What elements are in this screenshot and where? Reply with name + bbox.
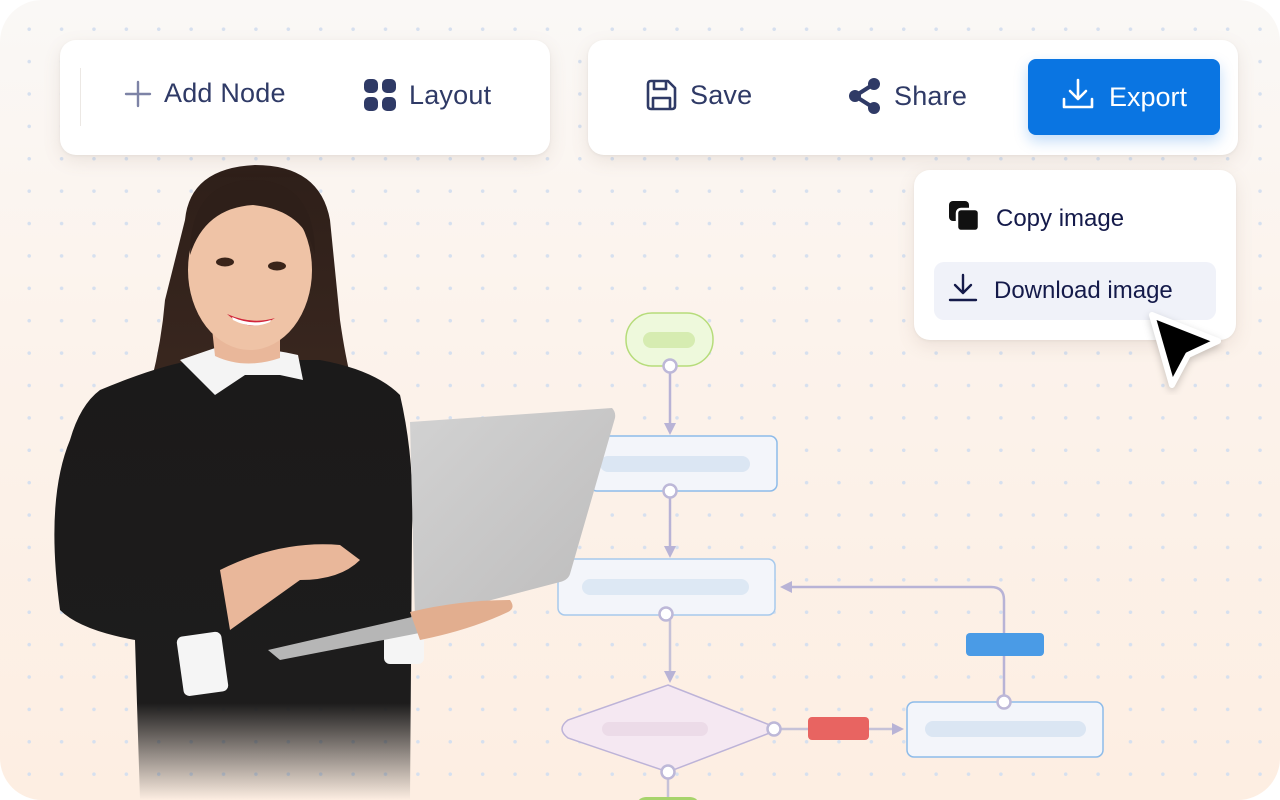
export-button[interactable]: Export	[1028, 59, 1220, 135]
export-menu: Copy image Download image	[914, 170, 1236, 340]
person-illustration	[54, 165, 616, 800]
pointer-arrow-icon	[1149, 312, 1221, 388]
layout-label: Layout	[409, 79, 492, 110]
edge-process3-to-process2	[780, 581, 1006, 696]
toolbar-left: Add Node Layout	[60, 40, 550, 155]
share-icon	[848, 78, 882, 114]
toolbar-right: Save Share Export	[588, 40, 1238, 155]
port-process3-top	[996, 694, 1012, 710]
port-process1-bottom	[662, 483, 678, 499]
toolbar-divider	[80, 68, 81, 126]
add-node-label: Add Node	[164, 78, 286, 108]
grid-icon	[363, 78, 397, 112]
download-image-label: Download image	[994, 277, 1173, 304]
download-icon	[1061, 77, 1095, 118]
add-node-button[interactable]: Add Node	[124, 78, 286, 109]
floppy-disk-icon	[644, 78, 678, 112]
menu-item-copy-image[interactable]: Copy image	[934, 198, 1216, 240]
export-label: Export	[1108, 81, 1188, 112]
menu-item-download-image[interactable]: Download image	[934, 262, 1216, 320]
share-button[interactable]: Share	[848, 78, 967, 114]
port-decision-bottom	[660, 764, 676, 780]
port-process2-bottom	[658, 606, 674, 622]
plus-icon	[124, 80, 152, 108]
node-end	[638, 797, 698, 800]
port-start-bottom	[662, 358, 678, 374]
save-label: Save	[690, 79, 753, 110]
port-decision-right	[766, 721, 782, 737]
share-label: Share	[894, 80, 968, 111]
copy-image-label: Copy image	[996, 205, 1125, 232]
edge-label-yes	[966, 633, 1044, 656]
copy-icon	[948, 200, 981, 239]
download-icon	[948, 273, 978, 310]
layout-button[interactable]: Layout	[363, 78, 491, 112]
edge-label-no	[808, 717, 869, 740]
save-button[interactable]: Save	[644, 78, 752, 112]
